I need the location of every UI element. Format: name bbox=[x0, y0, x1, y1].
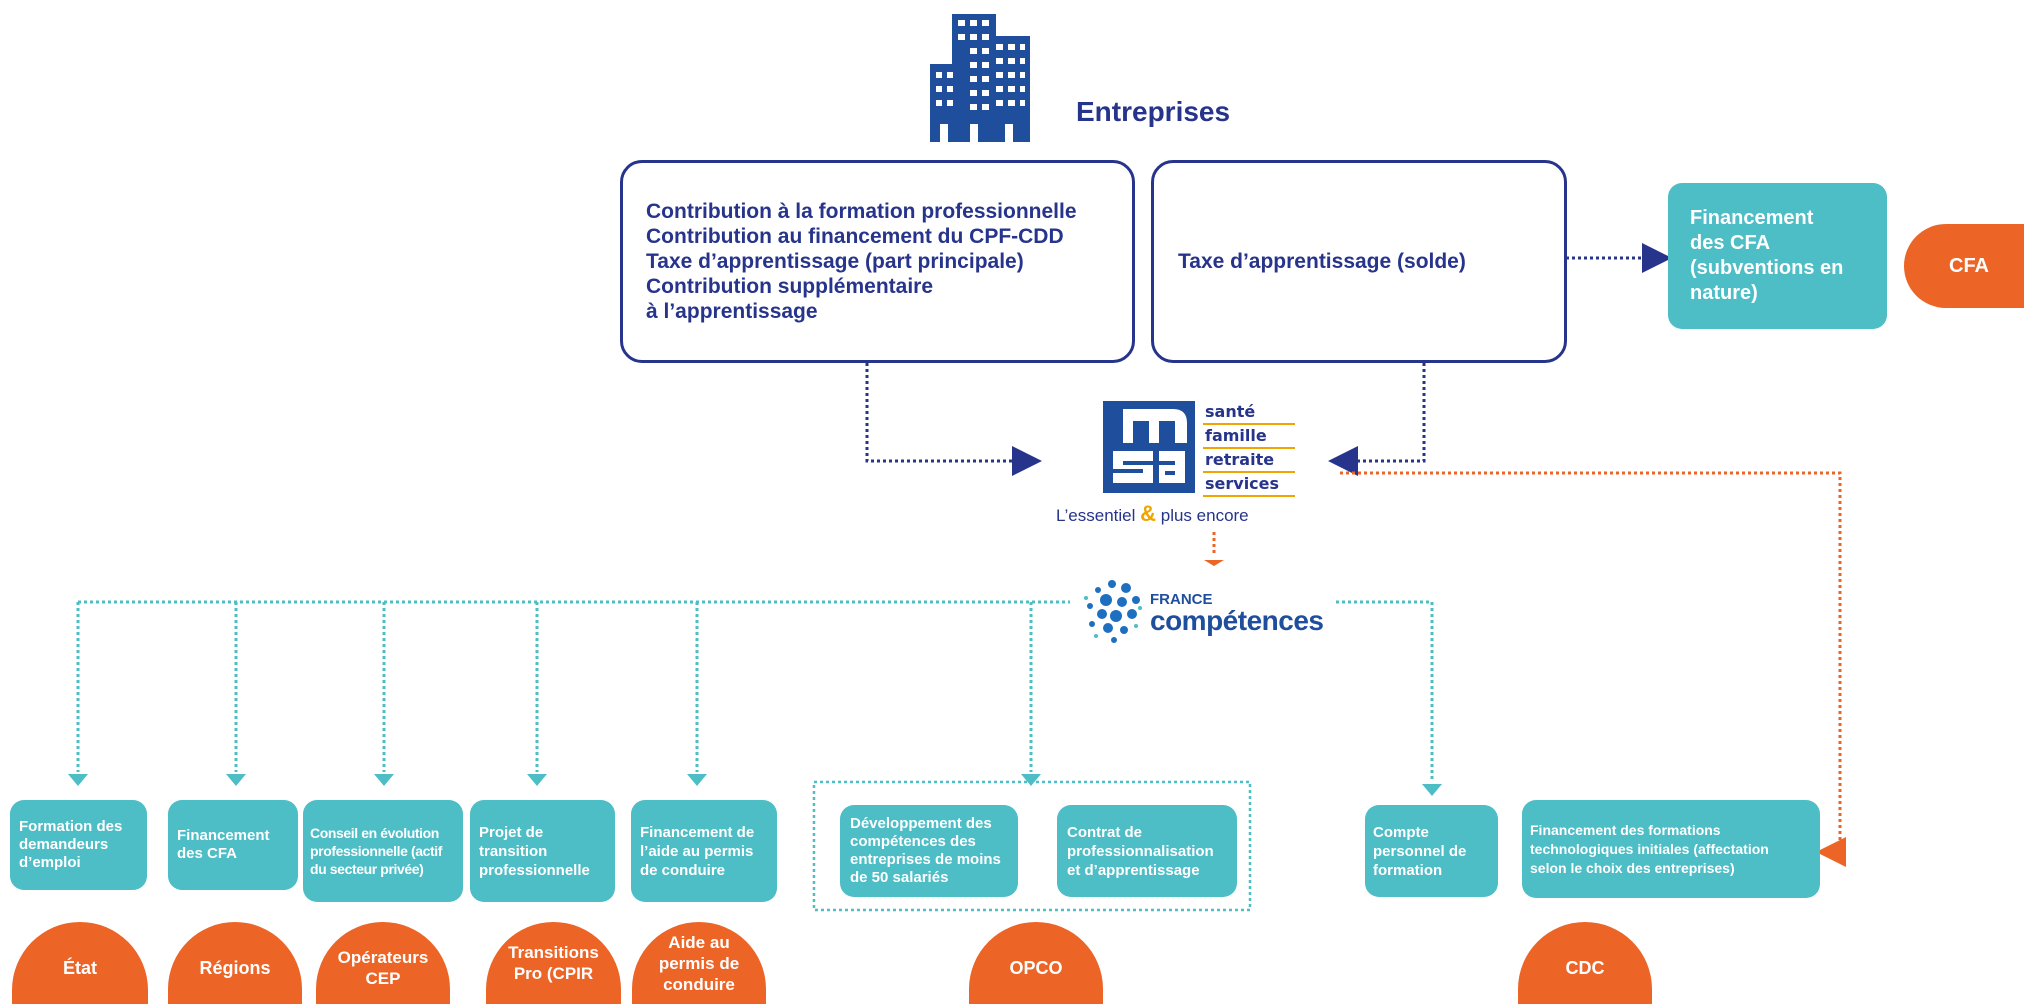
cfa-badge: CFA bbox=[1904, 224, 2024, 308]
teal-drops bbox=[76, 602, 1434, 782]
box-line: des CFA bbox=[177, 845, 238, 862]
msa-slogan-part: plus encore bbox=[1160, 506, 1249, 525]
badge-line: conduire bbox=[663, 974, 735, 994]
box-line: Projet de bbox=[479, 823, 544, 841]
box-line: Financement des formations bbox=[1530, 821, 1721, 838]
badge-line: Opérateurs bbox=[337, 948, 429, 967]
cfa-funding-line: des CFA bbox=[1690, 232, 1771, 254]
france-competences-dots-icon bbox=[1082, 578, 1144, 644]
badge-line: État bbox=[62, 957, 97, 978]
arrow-right-box-to-msa bbox=[1328, 363, 1426, 476]
arrow-head-msa-down bbox=[1204, 560, 1224, 566]
msa-tag: santé bbox=[1203, 401, 1295, 425]
box-line: l’aide au permis bbox=[640, 842, 754, 860]
badge-line: permis de bbox=[658, 953, 740, 973]
box-line: Compte bbox=[1373, 823, 1429, 841]
box-line: Formation des bbox=[19, 818, 123, 835]
msa-letters-icon bbox=[1113, 409, 1187, 483]
box-line: de conduire bbox=[640, 861, 726, 879]
msa-tag: retraite bbox=[1203, 449, 1295, 473]
contributions-box: Contribution à la formation professionne… bbox=[620, 160, 1135, 363]
building-icon bbox=[930, 12, 1040, 147]
box-line: Financement bbox=[177, 827, 270, 844]
box-line: professionnelle bbox=[479, 861, 590, 879]
box-line: compétences des bbox=[850, 833, 976, 850]
box-line: Contrat de bbox=[1067, 823, 1142, 841]
box-line: professionnalisation bbox=[1067, 842, 1214, 860]
badge-line: OPCO bbox=[1009, 957, 1063, 978]
msa-slogan-part: L’essentiel bbox=[1056, 506, 1136, 525]
box-line: Financement de bbox=[640, 823, 755, 841]
badge-line: Transitions bbox=[508, 943, 599, 962]
contribution-line: Contribution à la formation professionne… bbox=[646, 200, 1077, 223]
taxe-solde-label: Taxe d’apprentissage (solde) bbox=[1178, 250, 1466, 273]
cfa-funding-line: Financement bbox=[1690, 207, 1814, 229]
box-formations-technologiques: Financement des formations technologiques… bbox=[1522, 800, 1820, 898]
box-line: entreprises de moins bbox=[850, 851, 1001, 868]
arrow-msa-to-cdc-box bbox=[1340, 471, 1846, 867]
badge-line: CDC bbox=[1565, 957, 1605, 978]
box-line: du secteur privée) bbox=[310, 861, 424, 877]
box-line: et d’apprentissage bbox=[1067, 861, 1200, 879]
badge-line: CEP bbox=[365, 969, 401, 988]
contribution-line: Contribution supplémentaire bbox=[646, 275, 934, 298]
badge-line: Pro (CPIR bbox=[513, 964, 594, 983]
cfa-funding-line: (subventions en bbox=[1690, 257, 1844, 279]
box-line: personnel de bbox=[1373, 842, 1467, 860]
msa-tag: famille bbox=[1203, 425, 1295, 449]
badge-line: Régions bbox=[199, 957, 271, 978]
contribution-line: Taxe d’apprentissage (part principale) bbox=[646, 250, 1024, 273]
france-competences-line2: compétences bbox=[1150, 605, 1324, 636]
box-line: Développement des bbox=[850, 815, 992, 832]
box-line: demandeurs bbox=[19, 836, 109, 853]
box-line: d’emploi bbox=[19, 854, 81, 871]
contribution-line: Contribution au financement du CPF-CDD bbox=[646, 225, 1064, 248]
msa-slogan: L’essentiel & plus encore bbox=[1056, 501, 1249, 527]
opco-group-frame bbox=[812, 780, 1252, 912]
cfa-funding-line: nature) bbox=[1690, 282, 1758, 304]
box-line: technologiques initiales (affectation bbox=[1530, 840, 1769, 857]
arrow-left-box-to-msa bbox=[865, 363, 1042, 476]
badge-line: Aide au bbox=[668, 932, 730, 952]
msa-ampersand: & bbox=[1140, 501, 1157, 526]
contribution-line: à l’apprentissage bbox=[646, 300, 818, 323]
page-title: Entreprises bbox=[1076, 96, 1231, 127]
box-line: transition bbox=[479, 842, 548, 860]
box-line: de 50 salariés bbox=[850, 869, 949, 886]
france-competences-line1: FRANCE bbox=[1150, 591, 1213, 608]
msa-logo bbox=[1103, 401, 1195, 493]
msa-tag: services bbox=[1203, 473, 1295, 497]
teal-arrow-heads bbox=[68, 774, 1442, 796]
box-conseil-evolution: Conseil en évolution professionnelle (act… bbox=[303, 800, 463, 902]
box-line: professionnelle (actif bbox=[310, 843, 443, 859]
box-line: Conseil en évolution bbox=[310, 825, 439, 841]
msa-tags: santé famille retraite services bbox=[1203, 401, 1295, 497]
taxe-solde-box: Taxe d’apprentissage (solde) bbox=[1151, 160, 1567, 363]
box-line: selon le choix des entreprises) bbox=[1530, 859, 1735, 876]
box-line: formation bbox=[1373, 861, 1443, 879]
cfa-funding-box: Financement des CFA (subventions en natu… bbox=[1668, 183, 1887, 329]
